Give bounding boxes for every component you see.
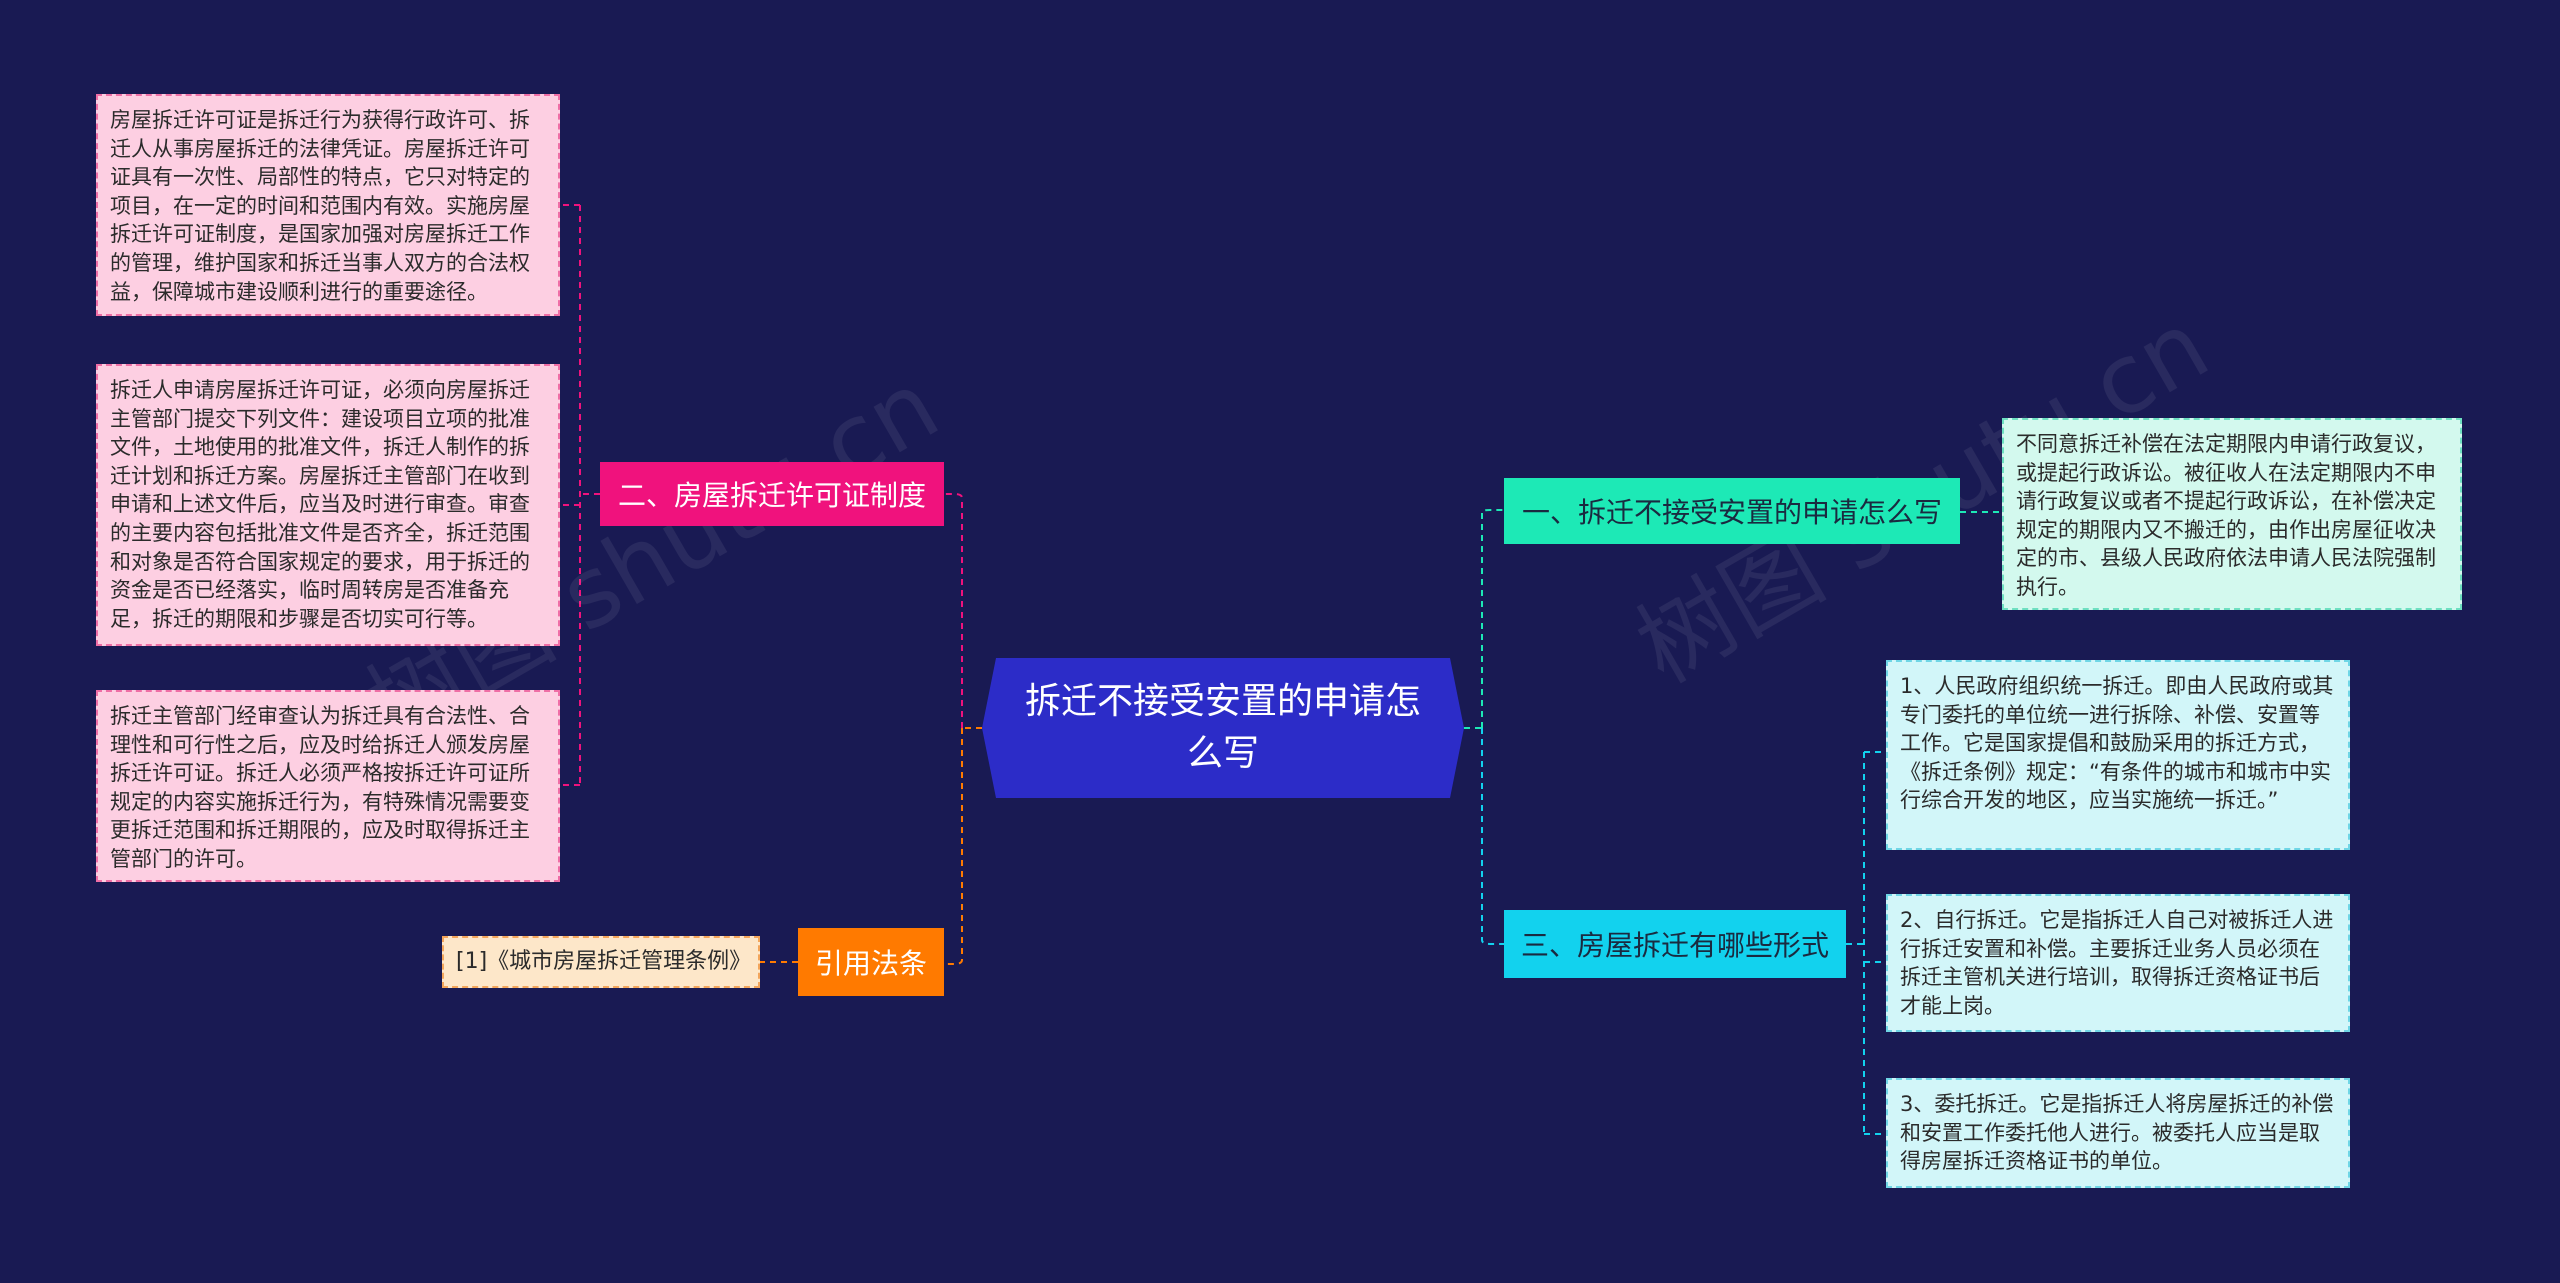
branch-3-title[interactable]: 三、房屋拆迁有哪些形式 <box>1504 910 1846 978</box>
leaf-b2-1[interactable]: 房屋拆迁许可证是拆迁行为获得行政许可、拆迁人从事房屋拆迁的法律凭证。房屋拆迁许可… <box>96 94 560 316</box>
leaf-b1-1[interactable]: 不同意拆迁补偿在法定期限内申请行政复议，或提起行政诉讼。被征收人在法定期限内不申… <box>2002 418 2462 610</box>
leaf-b3-3[interactable]: 3、委托拆迁。它是指拆迁人将房屋拆迁的补偿和安置工作委托他人进行。被委托人应当是… <box>1886 1078 2350 1188</box>
leaf-b3-2[interactable]: 2、自行拆迁。它是指拆迁人自己对被拆迁人进行拆迁安置和补偿。主要拆迁业务人员必须… <box>1886 894 2350 1032</box>
central-topic[interactable]: 拆迁不接受安置的申请怎么写 <box>982 658 1464 798</box>
leaf-b2-3[interactable]: 拆迁主管部门经审查认为拆迁具有合法性、合理性和可行性之后，应及时给拆迁人颁发房屋… <box>96 690 560 882</box>
leaf-b4-1[interactable]: [1]《城市房屋拆迁管理条例》 <box>442 936 760 988</box>
branch-2-title[interactable]: 二、房屋拆迁许可证制度 <box>600 462 944 526</box>
leaf-b2-2[interactable]: 拆迁人申请房屋拆迁许可证，必须向房屋拆迁主管部门提交下列文件：建设项目立项的批准… <box>96 364 560 646</box>
branch-4-title[interactable]: 引用法条 <box>798 928 944 996</box>
leaf-b3-1[interactable]: 1、人民政府组织统一拆迁。即由人民政府或其专门委托的单位统一进行拆除、补偿、安置… <box>1886 660 2350 850</box>
branch-1-title[interactable]: 一、拆迁不接受安置的申请怎么写 <box>1504 478 1960 544</box>
